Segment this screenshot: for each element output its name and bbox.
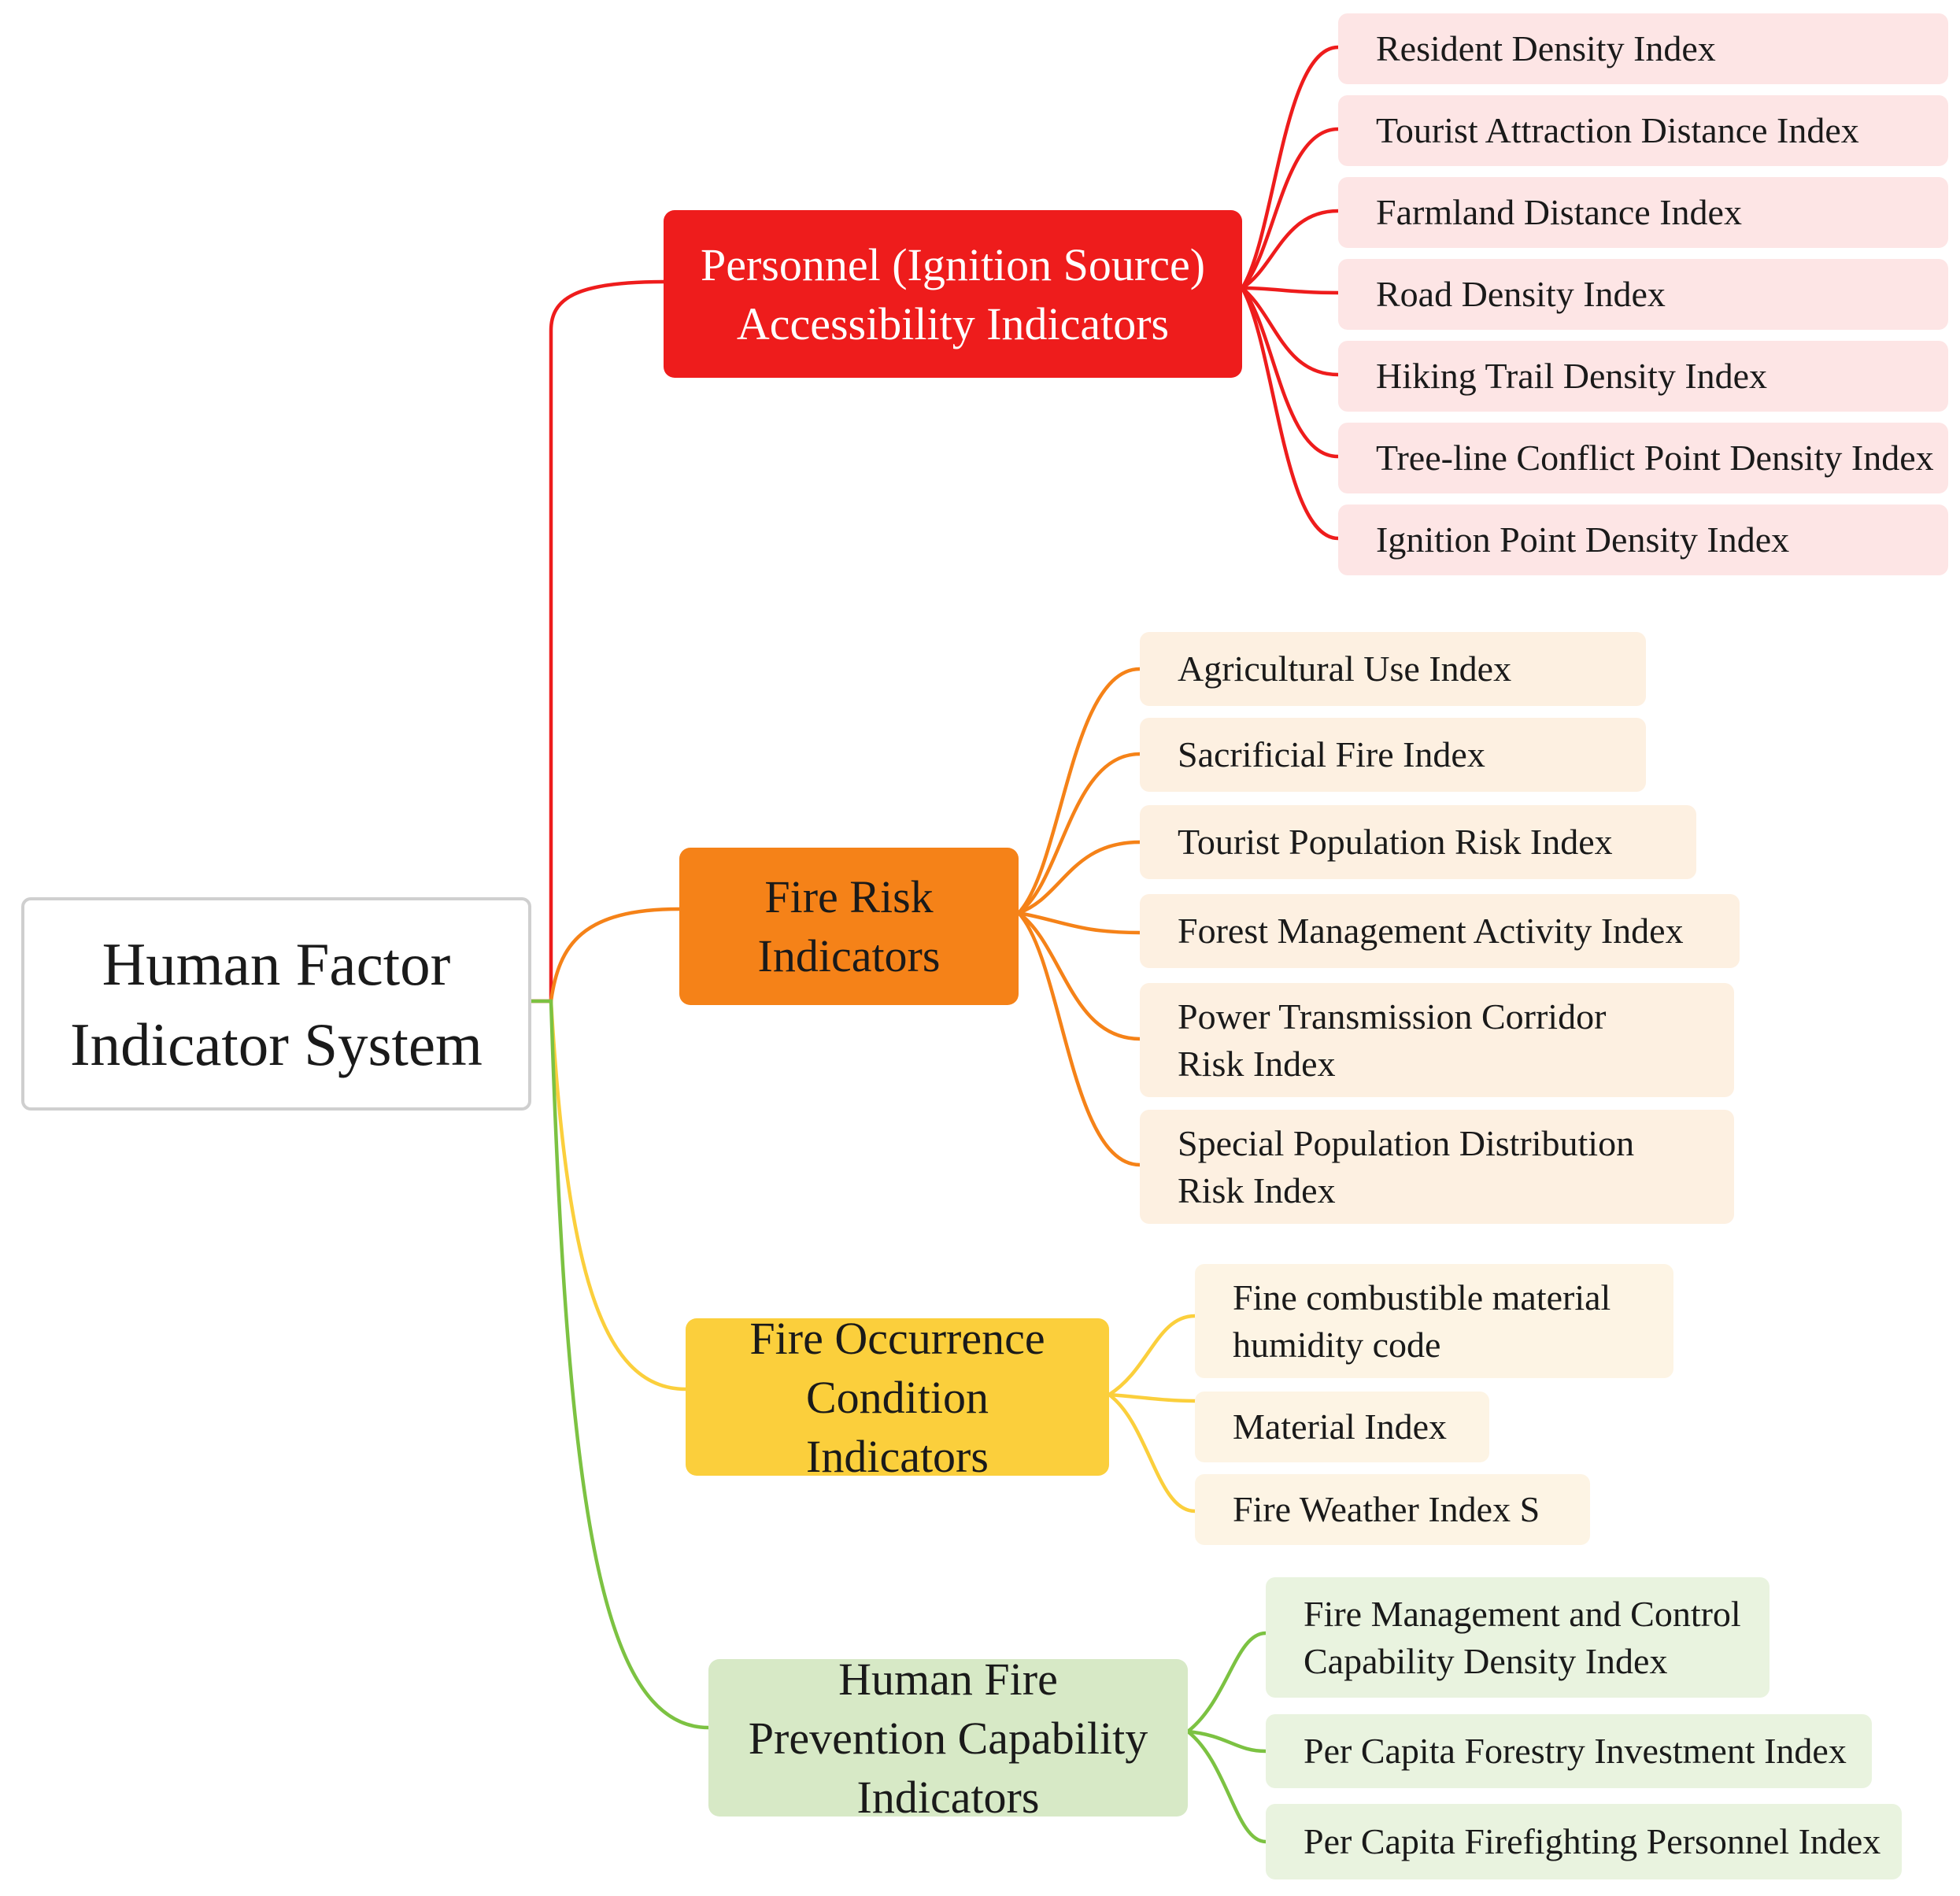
leaf-farmland-distance: Farmland Distance Index [1338, 177, 1948, 248]
connector-personnel-leaf-7 [1240, 286, 1341, 541]
leaf-power-transmission-corridor: Power Transmission Corridor Risk Index [1140, 983, 1734, 1097]
connector-personnel-leaf-4 [1240, 286, 1341, 295]
leaf-label: Road Density Index [1376, 274, 1666, 314]
connector-fire-risk-leaf-5 [1016, 911, 1142, 1041]
branch-fire-occurrence-label: Fire Occurrence Condition Indicators [749, 1312, 1045, 1482]
leaf-label: Forest Management Activity Index [1178, 911, 1684, 951]
leaf-label: Farmland Distance Index [1376, 192, 1742, 232]
leaf-fire-management-control: Fire Management and Control Capability D… [1266, 1577, 1770, 1698]
connector-fire-risk-leaf-6 [1016, 911, 1142, 1167]
leaf-material-index: Material Index [1195, 1392, 1489, 1462]
root-label: Human Factor Indicator System [70, 930, 483, 1078]
leaf-label: Fine combustible material humidity code [1233, 1277, 1611, 1365]
leaf-tree-line-conflict: Tree-line Conflict Point Density Index [1338, 423, 1948, 493]
connector-personnel-leaf-5 [1240, 286, 1341, 377]
leaf-label: Special Population Distribution Risk Ind… [1178, 1122, 1635, 1210]
leaf-per-capita-firefighting-personnel: Per Capita Firefighting Personnel Index [1266, 1804, 1902, 1879]
leaf-ignition-point-density: Ignition Point Density Index [1338, 504, 1948, 575]
leaf-resident-density: Resident Density Index [1338, 13, 1948, 84]
branch-personnel-accessibility: Personnel (Ignition Source) Accessibilit… [664, 210, 1242, 378]
connector-root-to-prevention [529, 999, 711, 1730]
branch-human-fire-prevention: Human Fire Prevention Capability Indicat… [708, 1654, 1188, 1823]
branch-personnel-label: Personnel (Ignition Source) Accessibilit… [700, 238, 1206, 349]
connector-root-to-fire-occurrence [549, 999, 688, 1392]
branch-prevention-label: Human Fire Prevention Capability Indicat… [748, 1653, 1148, 1823]
leaf-label: Tourist Attraction Distance Index [1376, 110, 1859, 150]
leaf-agricultural-use: Agricultural Use Index [1140, 632, 1646, 706]
leaf-label: Material Index [1233, 1406, 1448, 1447]
leaf-label: Fire Weather Index S [1233, 1489, 1540, 1529]
leaf-label: Hiking Trail Density Index [1376, 356, 1768, 396]
connector-fire-occurrence-leaf-1 [1107, 1314, 1197, 1397]
connector-prevention-leaf-2 [1185, 1729, 1268, 1754]
leaf-label: Agricultural Use Index [1178, 649, 1512, 689]
leaf-fire-weather-index: Fire Weather Index S [1195, 1474, 1590, 1545]
leaf-road-density: Road Density Index [1338, 259, 1948, 330]
connector-fire-occurrence-leaf-3 [1107, 1392, 1197, 1513]
leaf-special-population-distribution: Special Population Distribution Risk Ind… [1140, 1110, 1734, 1224]
leaf-label: Ignition Point Density Index [1376, 519, 1790, 560]
connector-personnel-leaf-1 [1240, 45, 1341, 290]
leaf-tourist-population-risk: Tourist Population Risk Index [1140, 805, 1696, 879]
connector-fire-risk-leaf-1 [1016, 667, 1142, 915]
connector-personnel-leaf-3 [1240, 209, 1341, 290]
leaf-label: Tourist Population Risk Index [1178, 822, 1613, 862]
leaf-label: Per Capita Forestry Investment Index [1304, 1731, 1847, 1771]
connector-prevention-leaf-3 [1185, 1729, 1268, 1844]
leaf-forest-management-activity: Forest Management Activity Index [1140, 894, 1740, 968]
leaf-sacrificial-fire: Sacrificial Fire Index [1140, 718, 1646, 792]
branch-fire-risk: Fire Risk Indicators [679, 848, 1019, 1005]
leaf-hiking-trail-density: Hiking Trail Density Index [1338, 341, 1948, 412]
leaf-label: Resident Density Index [1376, 28, 1716, 68]
connector-fire-risk-leaf-3 [1016, 840, 1142, 915]
leaf-label: Fire Management and Control Capability D… [1304, 1593, 1741, 1681]
leaf-per-capita-forestry-investment: Per Capita Forestry Investment Index [1266, 1714, 1872, 1788]
connector-prevention-leaf-1 [1185, 1631, 1268, 1734]
leaf-label: Power Transmission Corridor Risk Index [1178, 996, 1607, 1084]
leaf-label: Sacrificial Fire Index [1178, 734, 1485, 774]
leaf-label: Tree-line Conflict Point Density Index [1376, 438, 1934, 478]
connector-personnel-leaf-2 [1240, 127, 1341, 290]
connector-root-to-personnel [529, 279, 666, 1003]
leaf-tourist-attraction-distance: Tourist Attraction Distance Index [1338, 95, 1948, 166]
connector-fire-occurrence-leaf-2 [1107, 1392, 1197, 1403]
connector-fire-risk-leaf-2 [1016, 752, 1142, 915]
connector-root-to-fire-risk [549, 907, 682, 1003]
leaf-fine-combustible-humidity: Fine combustible material humidity code [1195, 1264, 1673, 1378]
connector-fire-risk-leaf-4 [1016, 911, 1142, 935]
branch-fire-occurrence: Fire Occurrence Condition Indicators [686, 1313, 1109, 1482]
branch-fire-risk-label: Fire Risk Indicators [757, 871, 941, 981]
connector-personnel-leaf-6 [1240, 286, 1341, 459]
root-node: Human Factor Indicator System [21, 897, 531, 1111]
leaf-label: Per Capita Firefighting Personnel Index [1304, 1821, 1881, 1861]
